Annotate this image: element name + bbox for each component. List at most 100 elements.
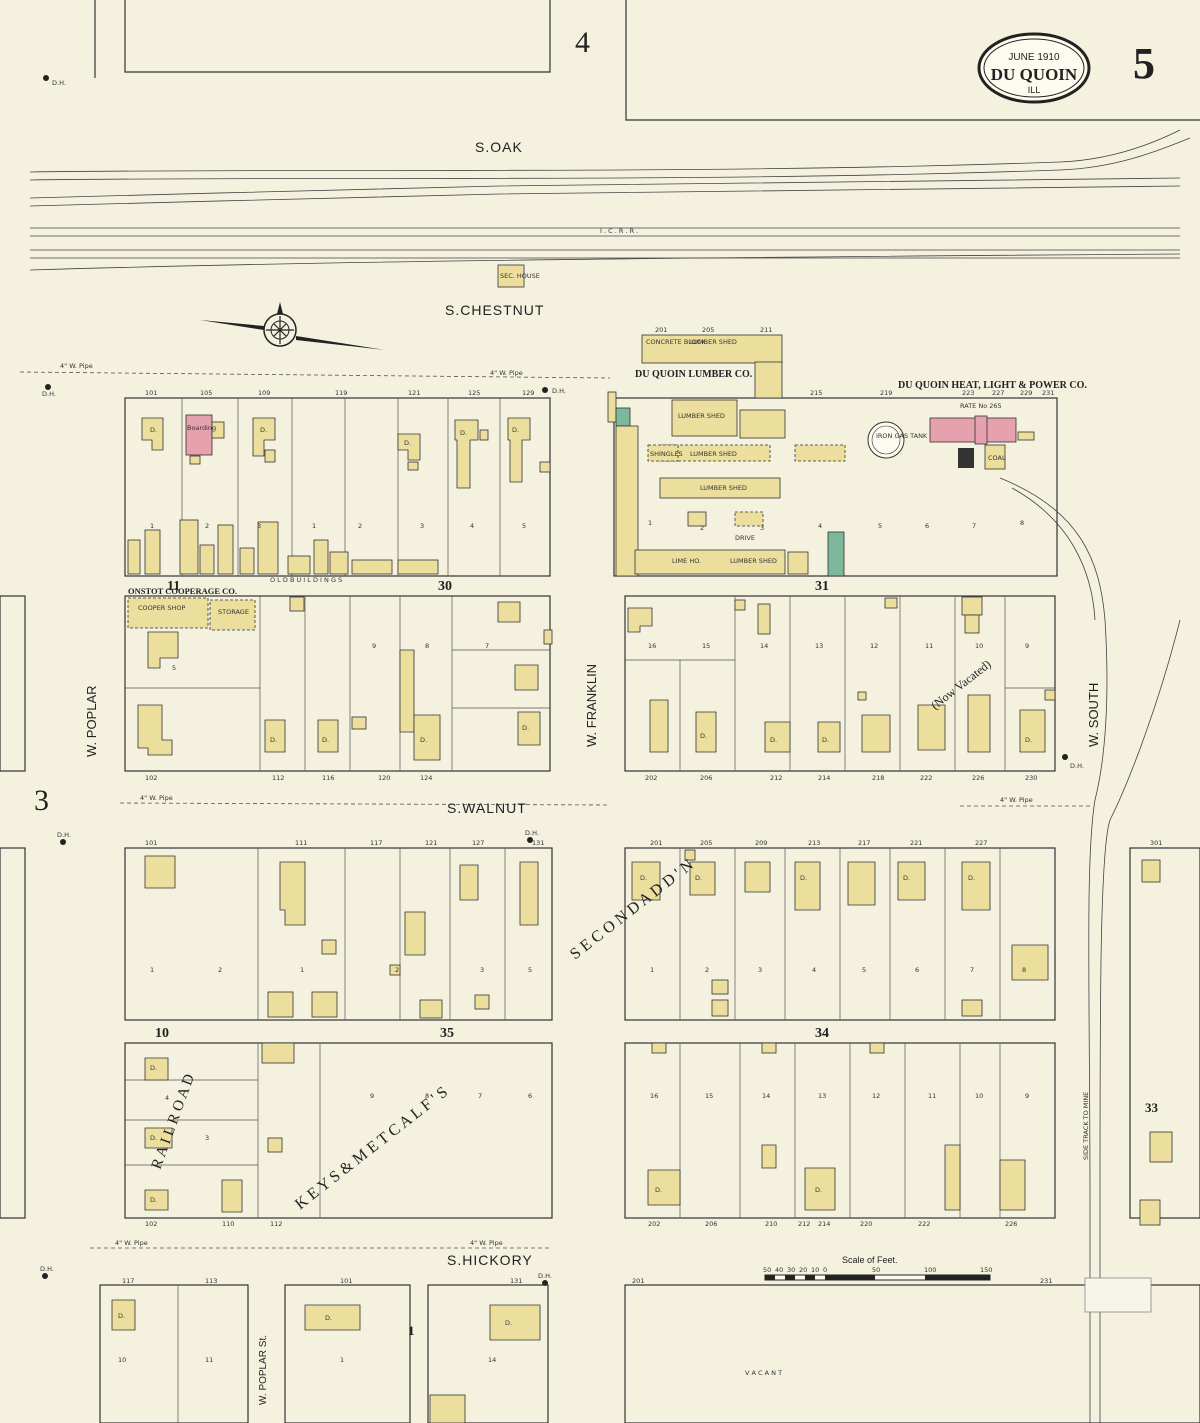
dwelling-label: D. (1025, 736, 1032, 744)
house-number: 211 (760, 326, 772, 334)
house-number: 222 (918, 1220, 930, 1228)
house-number: 226 (972, 774, 984, 782)
house-number: 227 (975, 839, 987, 847)
lot-number: 2 (705, 966, 709, 974)
lot-number: 6 (528, 1092, 532, 1100)
top-blocks (94, 0, 1200, 121)
house-number: 121 (425, 839, 437, 847)
lot-number: 5 (878, 522, 882, 530)
lumber-shed-4: LUMBER SHED (700, 484, 747, 492)
house-number: 205 (700, 839, 712, 847)
lot-number: 6 (925, 522, 929, 530)
lot-number: 1 (150, 522, 154, 530)
house-number: 129 (522, 389, 534, 397)
lot-number: 14 (760, 642, 768, 650)
dwelling-label: D. (522, 724, 529, 732)
hydrant-4: D.H. (525, 829, 539, 837)
street-w-poplar: W. POPLAR (84, 685, 99, 757)
addition-keys-metcalf: K E Y S & M E T C A L F ' S (292, 1084, 451, 1213)
lot-number: 2 (700, 524, 704, 532)
house-number: 111 (295, 839, 307, 847)
lot-number: 10 (975, 1092, 983, 1100)
lot-number: 11 (205, 1356, 213, 1364)
dwelling-label: D. (404, 439, 411, 447)
lumber-shed-2: LUMBER SHED (678, 412, 725, 420)
house-number: 215 (810, 389, 822, 397)
block-number-33: 33 (1145, 1100, 1159, 1115)
scale-tick: 20 (799, 1266, 807, 1274)
house-number: 223 (962, 389, 974, 397)
house-number: 116 (322, 774, 334, 782)
lot-number: 9 (1025, 1092, 1029, 1100)
house-number: 231 (1040, 1277, 1052, 1285)
house-number: 102 (145, 774, 157, 782)
lime-ho-label: LIME HO. (672, 557, 701, 565)
house-number: 121 (408, 389, 420, 397)
lot-number: 1 (312, 522, 316, 530)
lot-number: 10 (118, 1356, 126, 1364)
scale-tick: 30 (787, 1266, 795, 1274)
house-number: 109 (258, 389, 270, 397)
dwelling-label: D. (322, 736, 329, 744)
lot-number: 4 (812, 966, 816, 974)
lot-number: 3 (760, 524, 764, 532)
street-w-poplar-st: W. POPLAR St. (258, 1335, 269, 1405)
dwelling-label: D. (505, 1319, 512, 1327)
block-34-south (624, 1042, 1056, 1219)
concrete-block-label: CONCRETE BLOCK (646, 338, 706, 346)
street-s-oak: S.OAK (475, 139, 523, 155)
lot-number: 2 (218, 966, 222, 974)
dwelling-labels: D. D. D. D. D. D. D. D. D. D. D. D. D. D… (118, 426, 1032, 1327)
house-number: 101 (340, 1277, 352, 1285)
lot-number: 3 (205, 1134, 209, 1142)
scale-tick: 50 (763, 1266, 771, 1274)
lot-number: 7 (485, 642, 489, 650)
scale-tick: 150 (980, 1266, 992, 1274)
house-number: 222 (920, 774, 932, 782)
block-10-south (124, 1042, 553, 1219)
water-pipe-label-3: 4" W. Pipe (140, 794, 173, 802)
power-co-name: DU QUOIN HEAT, LIGHT & POWER CO. (898, 380, 1087, 391)
scale-tick: 40 (775, 1266, 783, 1274)
house-number: 205 (702, 326, 714, 334)
street-s-chestnut: S.CHESTNUT (445, 302, 544, 318)
addition-railroad: R A I L R O A D (149, 1072, 198, 1171)
block-number-31: 31 (815, 579, 829, 594)
house-number: 201 (650, 839, 662, 847)
sec-house-label: SEC. HOUSE (500, 272, 540, 280)
house-number: 209 (755, 839, 767, 847)
house-number: 201 (632, 1277, 644, 1285)
gas-tank-label: IRON GAS TANK (876, 432, 928, 440)
lumber-shed-1: LUMBER SHED (690, 338, 737, 346)
house-number: 210 (765, 1220, 777, 1228)
storage-label: STORAGE (218, 608, 249, 616)
lot-number: 7 (478, 1092, 482, 1100)
boarding-label: Boarding (187, 424, 216, 432)
lot-number: 2 (205, 522, 209, 530)
dwelling-label: D. (512, 426, 519, 434)
block-31 (624, 595, 1056, 772)
rate-label: RATE No 265 (960, 402, 1002, 410)
house-number: 202 (648, 1220, 660, 1228)
cartouche-town: DU QUOIN (991, 65, 1078, 84)
adjoining-sheet-3: 3 (34, 784, 49, 817)
block-number-11: 11 (167, 579, 180, 594)
house-number: 127 (472, 839, 484, 847)
lot-number: 11 (925, 642, 933, 650)
house-number: 301 (1150, 839, 1162, 847)
lumber-shed-5: LUMBER SHED (730, 557, 777, 565)
dwelling-label: D. (700, 732, 707, 740)
lot-number: 8 (1022, 966, 1026, 974)
lot-number: 5 (522, 522, 526, 530)
lot-number: 5 (862, 966, 866, 974)
lot-number: 8 (1020, 519, 1024, 527)
scale-tick: 10 (811, 1266, 819, 1274)
dwelling-label: D. (800, 874, 807, 882)
block-chestnut-west (124, 397, 551, 577)
block-number-10: 10 (155, 1026, 169, 1041)
dwelling-label: D. (968, 874, 975, 882)
house-number: 120 (378, 774, 390, 782)
lot-number: 9 (370, 1092, 374, 1100)
house-number: 124 (420, 774, 432, 782)
